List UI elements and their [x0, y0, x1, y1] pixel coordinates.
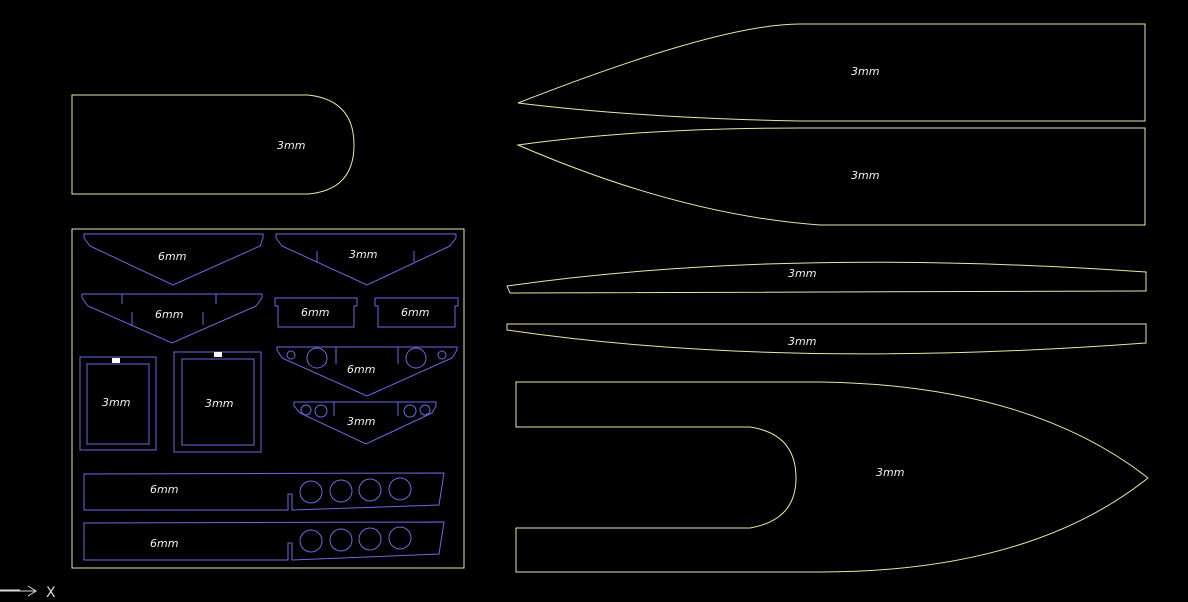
strip-top: 3mm: [506, 261, 1147, 294]
block-b-label: 6mm: [401, 306, 429, 319]
rail-b-label: 6mm: [150, 537, 178, 550]
ucs-x-label: X: [46, 585, 56, 601]
hull-side-top-label: 3mm: [851, 65, 879, 78]
motor-mount-a-label: 6mm: [347, 363, 375, 376]
frame-b-label: 3mm: [205, 397, 233, 410]
motor-mount-a: 6mm: [276, 346, 458, 397]
frame-a-label: 3mm: [102, 396, 130, 409]
bulkhead-c: 6mm: [81, 293, 263, 344]
block-a: 6mm: [274, 297, 358, 328]
strip-bottom-label: 3mm: [788, 335, 816, 348]
bulkhead-a: 6mm: [83, 233, 264, 286]
rail-b: 6mm: [83, 521, 445, 561]
rail-a-label: 6mm: [150, 483, 178, 496]
strip-top-label: 3mm: [788, 267, 816, 280]
block-b: 6mm: [374, 297, 459, 328]
bulkhead-a-label: 6mm: [158, 250, 186, 263]
bulkhead-c-label: 6mm: [155, 308, 183, 321]
bulkhead-b: 3mm: [275, 233, 457, 286]
hull-side-bottom-label: 3mm: [851, 169, 879, 182]
motor-mount-b: 3mm: [293, 401, 437, 445]
deck-part: 3mm: [515, 381, 1149, 573]
block-a-label: 6mm: [301, 306, 329, 319]
lid-part-label: 3mm: [277, 139, 305, 152]
lid-part: 3mm: [71, 94, 355, 195]
rail-a: 6mm: [83, 472, 445, 511]
ucs-icon: X: [0, 585, 56, 601]
motor-mount-b-label: 3mm: [347, 415, 375, 428]
frame-a: 3mm: [79, 356, 157, 451]
hull-side-bottom: 3mm: [516, 127, 1146, 226]
sheet-outline: [71, 228, 465, 569]
deck-part-label: 3mm: [876, 466, 904, 479]
strip-bottom: 3mm: [506, 323, 1147, 355]
hull-side-top: 3mm: [517, 23, 1146, 122]
frame-b: 3mm: [173, 351, 262, 453]
bulkhead-b-label: 3mm: [349, 248, 377, 261]
